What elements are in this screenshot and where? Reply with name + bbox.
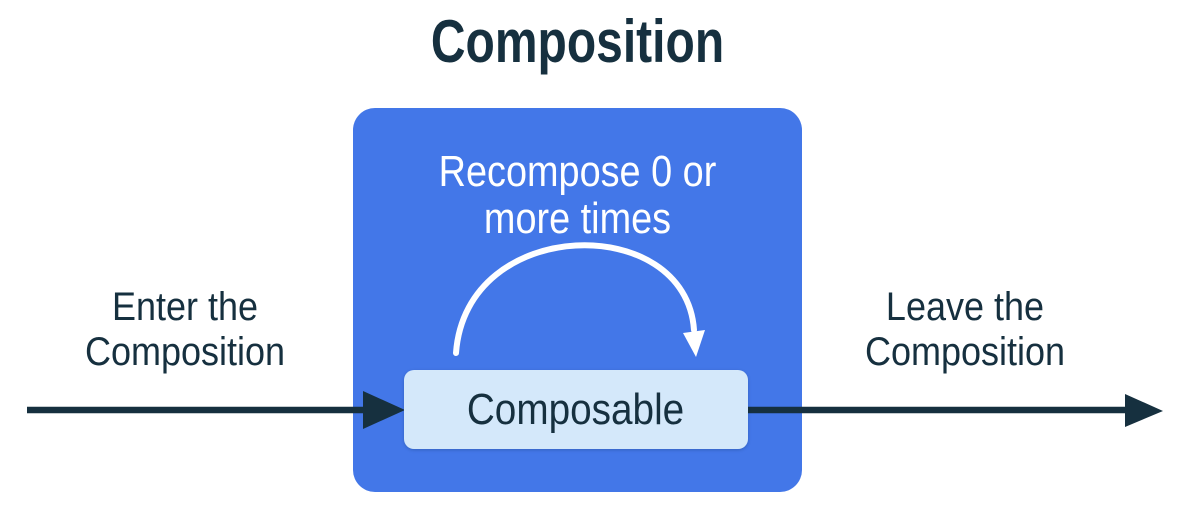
- enter-composition-label: Enter the Composition: [84, 285, 286, 374]
- composable-node: Composable: [404, 370, 748, 449]
- leave-arrow-head-icon: [1125, 394, 1163, 427]
- recompose-note: Recompose 0 or more times: [438, 147, 717, 243]
- leave-composition-label: Leave the Composition: [864, 285, 1066, 374]
- diagram-title: Composition: [430, 8, 725, 75]
- composable-node-label: Composable: [467, 384, 685, 434]
